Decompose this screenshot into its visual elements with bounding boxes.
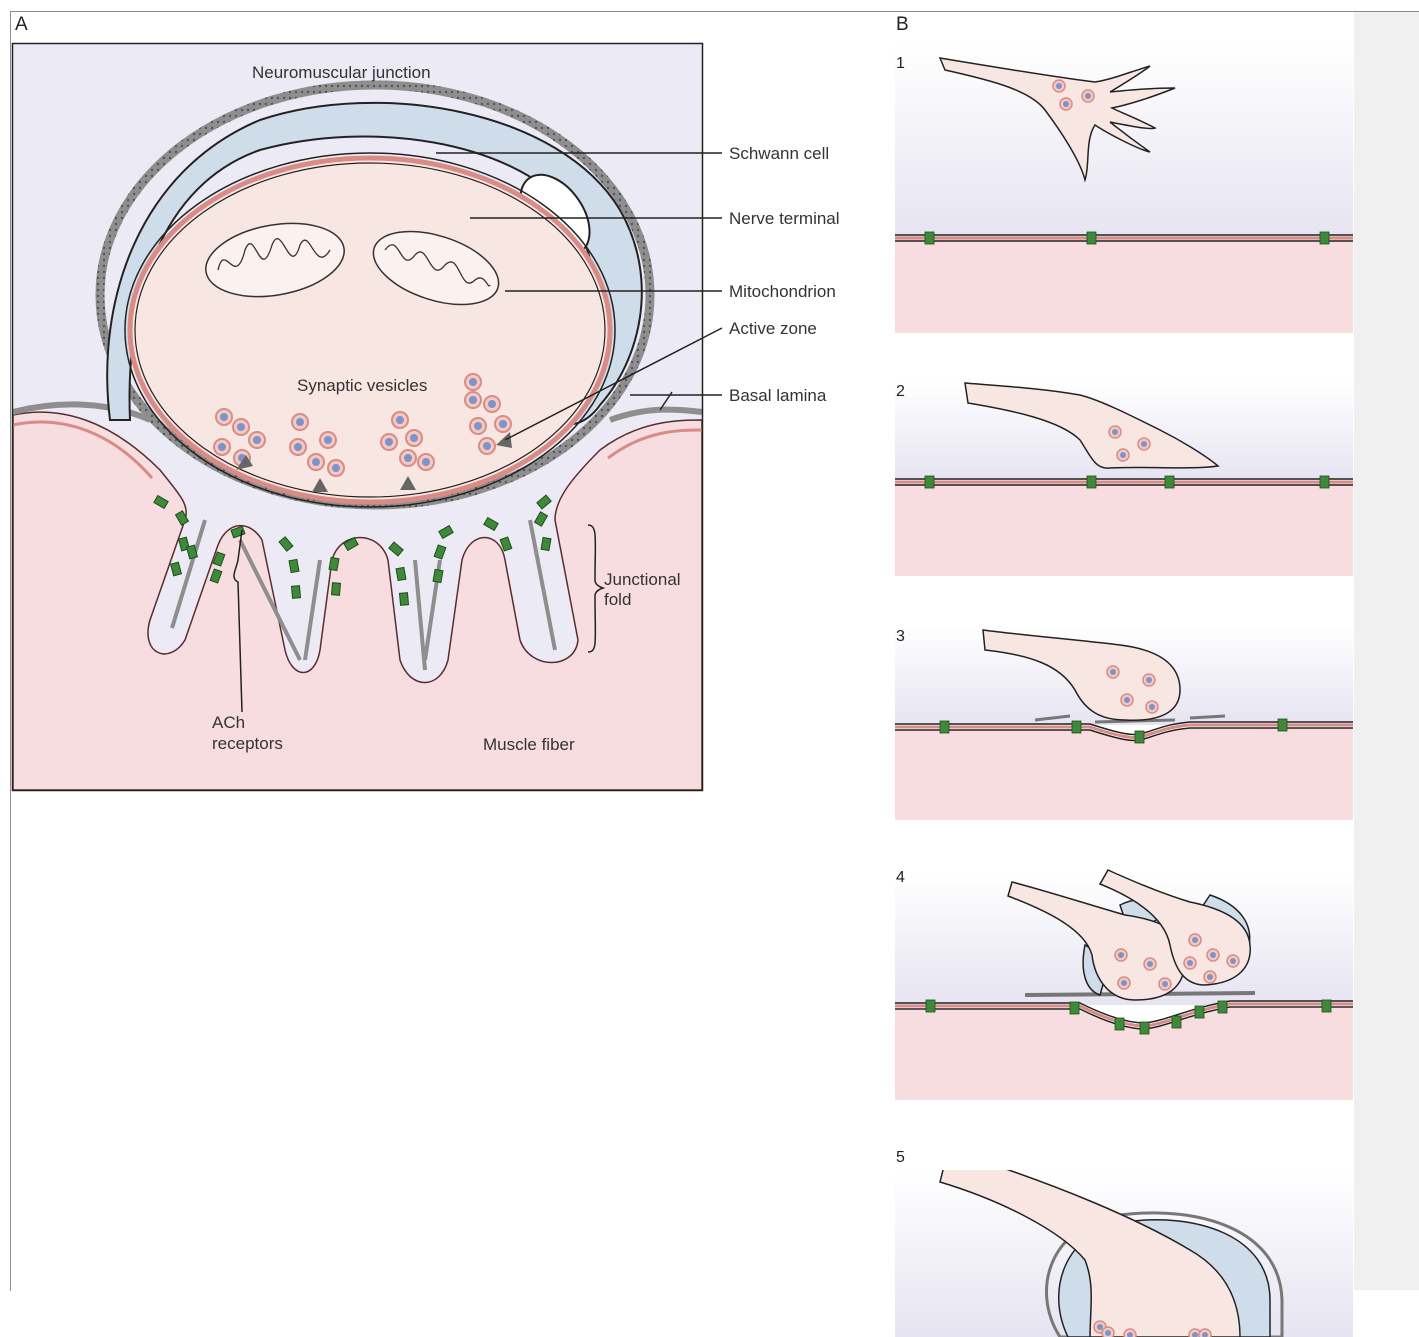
stage-number-5: 5	[896, 1149, 905, 1166]
stage-number-2: 2	[896, 383, 905, 400]
stage-2	[895, 380, 1353, 576]
stage-number-3: 3	[896, 628, 905, 645]
stage-1	[895, 42, 1353, 333]
stage-3	[895, 625, 1353, 820]
stage-4	[895, 870, 1353, 1100]
stage-number-4: 4	[896, 869, 905, 886]
stage-5	[895, 1150, 1353, 1337]
stage-number-1: 1	[896, 55, 905, 72]
